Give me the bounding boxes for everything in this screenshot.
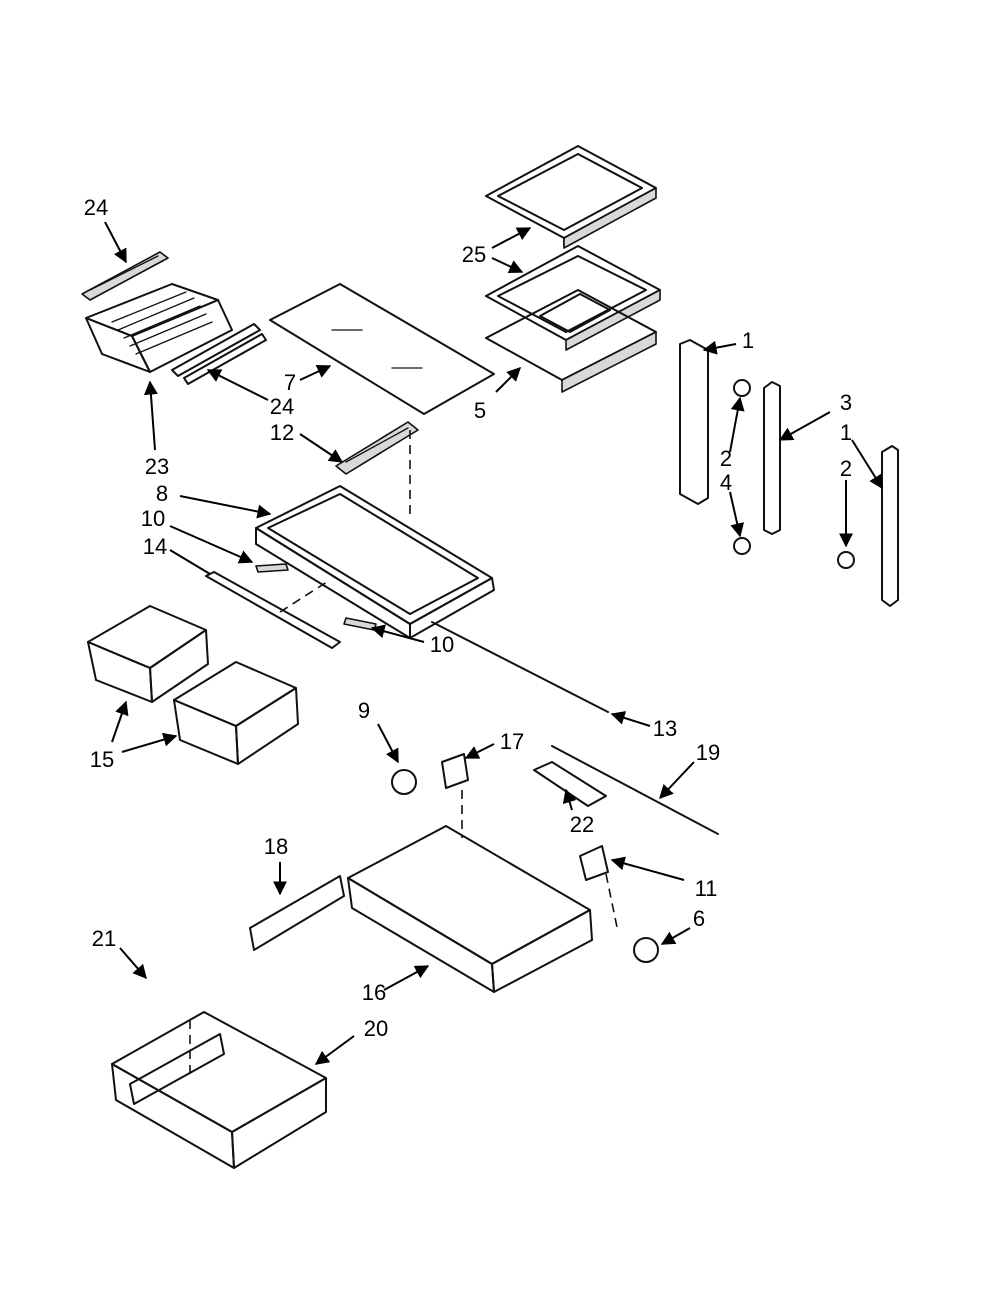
leader-9 <box>377 723 399 764</box>
leader-10-upper <box>169 525 254 564</box>
callout-11: 11 <box>695 876 718 901</box>
leader-lines <box>104 221 883 1065</box>
part-16-wire-basket <box>347 825 593 993</box>
part-11-bracket <box>579 845 609 881</box>
leader-7 <box>299 364 332 381</box>
leader-1-left <box>702 340 737 355</box>
callout-24-rail: 24 <box>270 394 294 419</box>
assembly-lines <box>189 430 619 1078</box>
leader-15-a <box>111 700 129 743</box>
leader-11 <box>610 856 685 881</box>
leader-23 <box>143 380 158 451</box>
callout-16: 16 <box>362 980 386 1005</box>
leader-5 <box>495 367 521 393</box>
part-17-bracket <box>441 753 469 789</box>
callout-2-lower: 2 <box>840 456 852 481</box>
part-18-panel <box>249 875 345 951</box>
part-7-glass-shelf <box>269 283 495 415</box>
part-24-cover-top <box>81 251 169 301</box>
leader-25-b <box>491 257 524 274</box>
leader-19 <box>659 761 695 800</box>
callout-25: 25 <box>462 242 486 267</box>
callout-19: 19 <box>696 740 720 765</box>
callout-5: 5 <box>474 398 486 423</box>
part-5-shelf <box>485 289 657 393</box>
part-19-cable <box>551 745 719 835</box>
part-1-rail-left <box>679 339 709 505</box>
callout-10-upper: 10 <box>141 506 165 531</box>
callout-2-upper: 2 <box>720 446 732 471</box>
part-15-bin-left <box>87 605 209 703</box>
callout-1-left: 1 <box>742 328 754 353</box>
callout-6: 6 <box>693 906 705 931</box>
callout-23: 23 <box>145 454 169 479</box>
leader-3 <box>778 411 831 441</box>
callout-14: 14 <box>143 534 167 559</box>
leader-1-right <box>851 439 883 490</box>
callout-24-top: 24 <box>84 195 108 220</box>
callout-8: 8 <box>156 481 168 506</box>
leader-13 <box>610 711 651 727</box>
leader-15-b <box>121 732 178 753</box>
part-15-bin-right <box>173 661 299 765</box>
leader-22 <box>562 788 577 811</box>
part-1-rail-right <box>881 445 899 607</box>
part-4-screw <box>733 537 751 555</box>
callout-13: 13 <box>653 716 677 741</box>
part-3-rail-middle <box>763 381 781 535</box>
callout-21: 21 <box>92 926 116 951</box>
callout-18: 18 <box>264 834 288 859</box>
part-25-shelf-middle <box>485 245 661 351</box>
part-25-shelf-top <box>485 145 657 249</box>
part-23-crisper-drawer <box>85 283 233 373</box>
callout-7: 7 <box>284 370 296 395</box>
callout-9: 9 <box>358 698 370 723</box>
callout-1-right: 1 <box>840 420 852 445</box>
part-12-shelf-bracket <box>335 421 419 475</box>
part-13-rod <box>431 621 609 713</box>
leader-10-lower <box>370 624 425 643</box>
leader-2-upper <box>729 396 745 453</box>
part-9-wheel <box>391 769 417 795</box>
leader-24-top <box>104 221 127 264</box>
part-10-clip-upper <box>255 563 289 573</box>
callout-3: 3 <box>840 390 852 415</box>
callout-15: 15 <box>90 747 114 772</box>
part-21-panel <box>129 1033 225 1105</box>
part-24-rail <box>171 323 267 385</box>
leader-12 <box>299 433 344 463</box>
part-10-clip-lower <box>343 617 377 631</box>
leader-25-a <box>491 227 532 249</box>
leader-16 <box>383 965 430 991</box>
leader-4 <box>729 491 745 538</box>
callout-22: 22 <box>570 812 594 837</box>
leader-14 <box>169 549 211 575</box>
callout-10-lower: 10 <box>430 632 454 657</box>
part-2-screw-upper <box>733 379 751 397</box>
leader-17 <box>464 743 495 759</box>
callout-labels: 24 24 23 7 12 8 10 14 10 13 25 5 1 2 4 3… <box>84 195 852 1041</box>
callout-17: 17 <box>500 729 524 754</box>
callout-20: 20 <box>364 1016 388 1041</box>
part-6-wheel <box>633 937 659 963</box>
part-2-screw-lower <box>837 551 855 569</box>
leader-24-rail <box>206 369 269 401</box>
callout-4: 4 <box>720 470 732 495</box>
leader-6 <box>660 927 691 945</box>
part-14-trim-strip <box>205 571 341 649</box>
leader-20 <box>314 1035 355 1065</box>
part-20-wire-basket <box>111 1011 327 1169</box>
callout-12: 12 <box>270 420 294 445</box>
leader-21 <box>119 947 147 980</box>
leader-8 <box>179 495 272 519</box>
